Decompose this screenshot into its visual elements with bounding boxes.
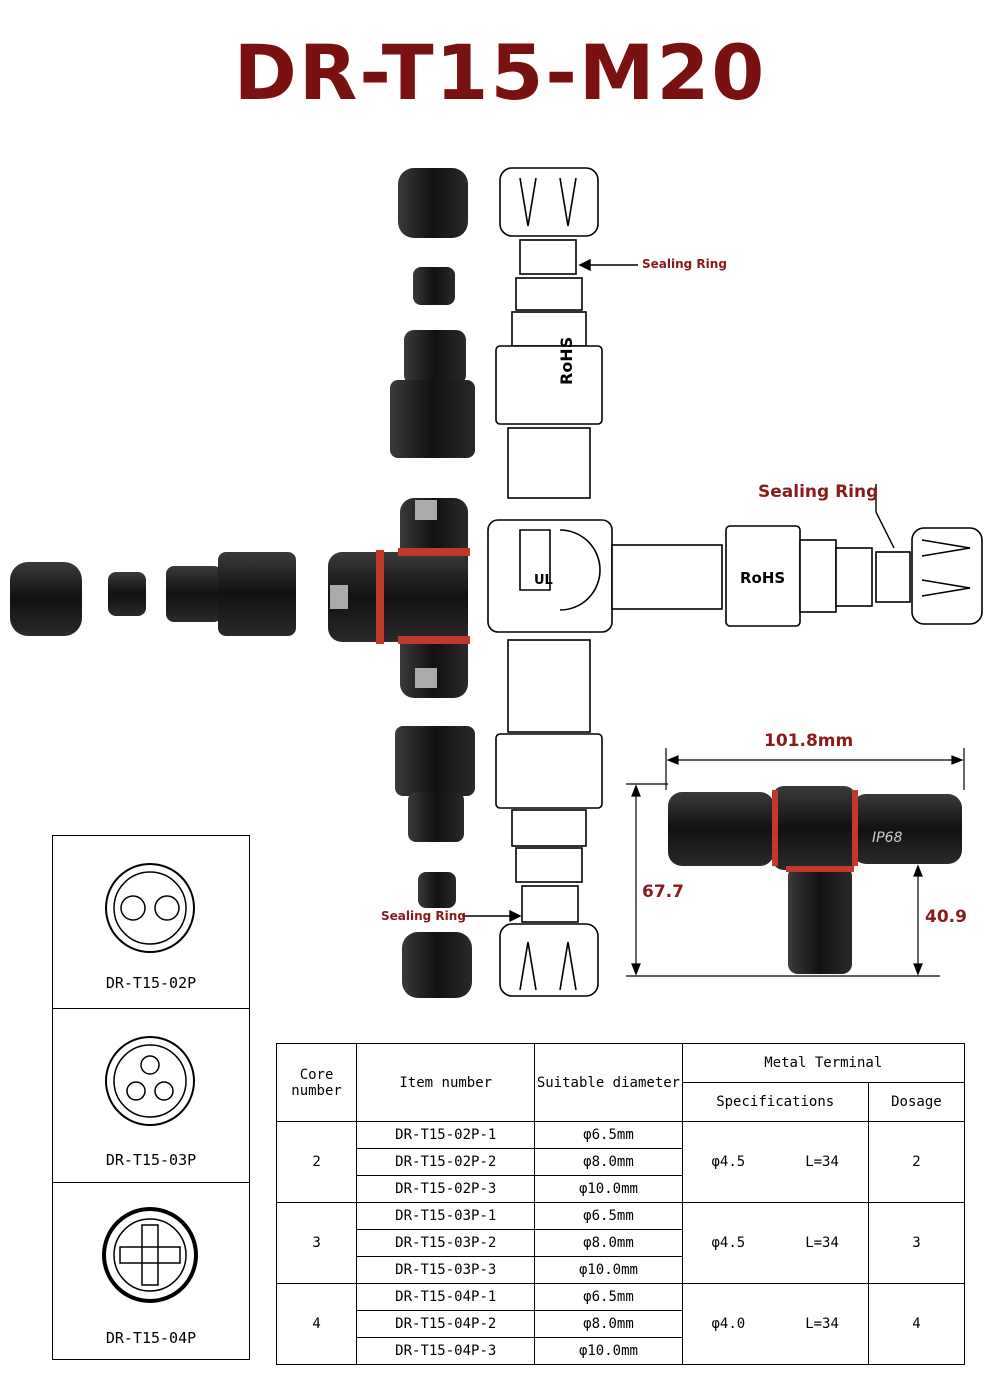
header-specifications: Specifications xyxy=(681,1082,869,1122)
dimension-width: 101.8mm xyxy=(764,731,854,751)
pinout-04p-icon xyxy=(102,1207,198,1303)
pinout-02p-icon xyxy=(105,863,195,953)
gland-body-left xyxy=(166,552,296,636)
seal-insert-left xyxy=(108,572,146,616)
ul-mark: UL xyxy=(534,573,553,588)
sealing-ring-label-top: Sealing Ring xyxy=(642,257,727,271)
pinout-box-03p: DR-T15-03P xyxy=(52,1008,250,1184)
pinout-03p-icon xyxy=(105,1036,195,1126)
seal-insert-bottom xyxy=(418,872,456,908)
sealing-ring-label-right: Sealing Ring xyxy=(758,482,879,502)
dimension-branch: 40.9 xyxy=(925,907,967,927)
black-tee-body xyxy=(328,498,470,698)
pinout-box-04p: DR-T15-04P xyxy=(52,1182,250,1360)
table-row: DR-T15-02P-3 φ10.0mm xyxy=(277,1175,965,1203)
header-item: Item number xyxy=(356,1043,536,1122)
cap-nut-left xyxy=(10,562,82,636)
table-row: DR-T15-04P-3 φ10.0mm xyxy=(277,1337,965,1365)
table-row: DR-T15-02P-2 φ8.0mm xyxy=(277,1148,965,1176)
header-core: Core number xyxy=(275,1043,358,1122)
rohs-mark-right: RoHS xyxy=(740,569,785,587)
ip68-mark: IP68 xyxy=(872,830,902,846)
outline-tee xyxy=(487,167,983,997)
cap-nut-top xyxy=(398,168,468,238)
header-dosage: Dosage xyxy=(867,1082,966,1122)
table-row: DR-T15-03P-2 φ8.0mm xyxy=(277,1229,965,1257)
pinout-box-02p: DR-T15-02P xyxy=(52,835,250,1010)
table-row: DR-T15-03P-3 φ10.0mm xyxy=(277,1256,965,1284)
seal-insert-top xyxy=(413,267,455,305)
gland-body-top xyxy=(390,330,475,458)
dimension-height: 67.7 xyxy=(642,882,684,902)
pinout-02p-label: DR-T15-02P xyxy=(105,974,197,992)
gland-body-bottom xyxy=(395,726,475,842)
page-title: DR-T15-M20 xyxy=(233,28,767,117)
header-terminal: Metal Terminal xyxy=(681,1043,966,1083)
rohs-mark-top: RoHS xyxy=(557,337,576,385)
sealing-ring-label-bottom: Sealing Ring xyxy=(381,909,466,923)
spec-table: Core number Item number Suitable diamete… xyxy=(275,1043,966,1365)
pinout-04p-label: DR-T15-04P xyxy=(105,1329,197,1347)
cap-nut-bottom xyxy=(402,932,472,998)
assembled-product: IP68 xyxy=(668,786,962,974)
header-diameter: Suitable diameter xyxy=(534,1043,683,1122)
dimension-lines xyxy=(626,748,965,977)
pinout-03p-label: DR-T15-03P xyxy=(105,1151,197,1169)
